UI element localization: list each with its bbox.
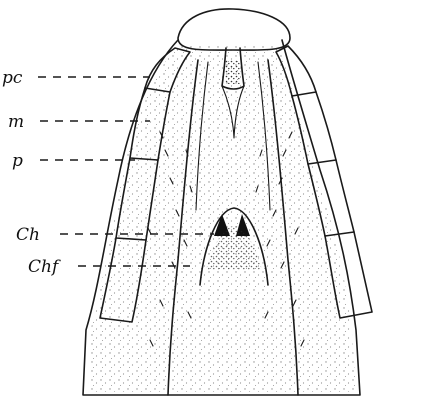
label-p: p — [12, 151, 23, 171]
label-m: m — [8, 112, 24, 132]
label-ch: Ch — [16, 225, 40, 245]
label-pc: pc — [2, 68, 23, 88]
rostral-plate — [178, 9, 290, 50]
labels: pc m p Ch Chf — [2, 68, 61, 277]
label-chf: Chf — [28, 257, 61, 277]
